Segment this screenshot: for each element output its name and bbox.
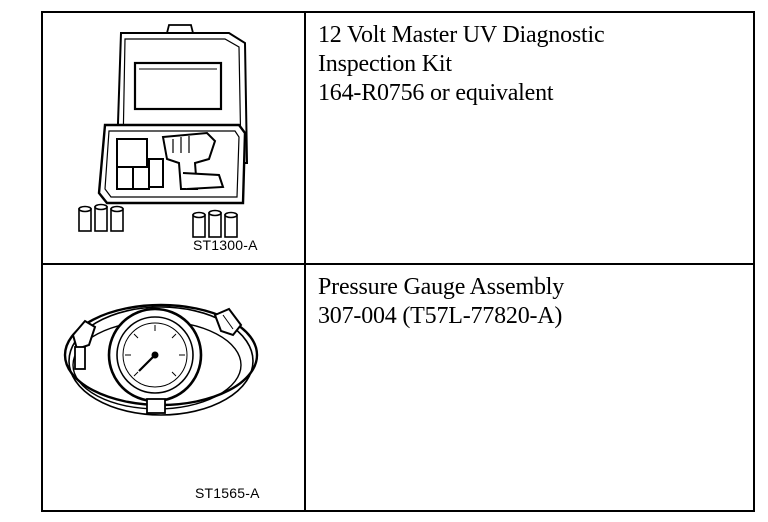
tool-description-cell-pressure-gauge: Pressure Gauge Assembly 307-004 (T57L-77…	[306, 265, 753, 510]
tool-description-cell-uv-kit: 12 Volt Master UV Diagnostic Inspection …	[306, 13, 753, 265]
tool-illustration-cell-uv-kit: ST1300-A	[43, 13, 306, 265]
pressure-gauge-illustration	[63, 303, 259, 416]
tool-name-line: 12 Volt Master UV Diagnostic	[318, 22, 605, 48]
tool-illustration-cell-pressure-gauge: ST1565-A	[43, 265, 306, 510]
tool-description: 12 Volt Master UV Diagnostic Inspection …	[318, 21, 605, 108]
tool-name-line: Inspection Kit	[318, 51, 452, 77]
figure-id-label: ST1565-A	[195, 485, 260, 501]
figure-id-label: ST1300-A	[193, 237, 258, 253]
special-tools-table: ST1300-A 12 Volt Master UV Diagnostic In…	[41, 11, 755, 512]
tool-part-number: 307-004 (T57L-77820-A)	[318, 303, 563, 329]
tool-name-line: Pressure Gauge Assembly	[318, 274, 565, 300]
uv-diagnostic-kit-illustration	[78, 24, 249, 238]
tool-part-number: 164-R0756 or equivalent	[318, 80, 554, 106]
tool-description: Pressure Gauge Assembly 307-004 (T57L-77…	[318, 273, 564, 331]
